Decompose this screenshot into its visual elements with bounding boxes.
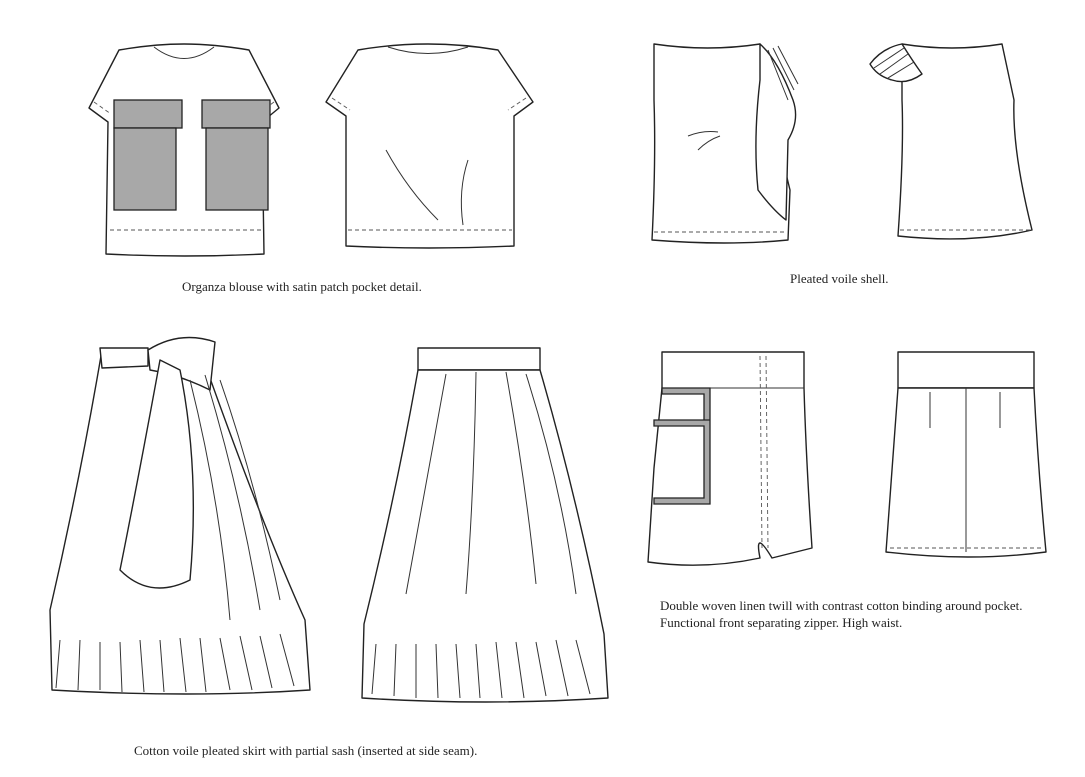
contrast-pocket-binding — [653, 387, 711, 505]
linen-skirt-front-sketch — [647, 351, 813, 566]
caption-cotton-voile-skirt: Cotton voile pleated skirt with partial … — [134, 743, 478, 758]
left-patch-pocket — [113, 127, 177, 211]
caption-organza-blouse: Organza blouse with satin patch pocket d… — [182, 279, 422, 294]
skirt-front-sketch — [49, 336, 311, 695]
left-pocket-flap — [113, 99, 183, 129]
right-patch-pocket — [205, 127, 269, 211]
right-pocket-flap — [201, 99, 271, 129]
caption-pleated-voile-shell: Pleated voile shell. — [790, 271, 889, 286]
blouse-front-sketch — [88, 43, 280, 257]
blouse-back-sketch — [325, 43, 534, 249]
linen-skirt-back-sketch — [885, 351, 1047, 558]
shell-back-sketch — [869, 43, 1033, 240]
caption-linen-twill-line2: Functional front separating zipper. High… — [660, 615, 903, 630]
caption-linen-twill-line1: Double woven linen twill with contrast c… — [660, 598, 1023, 613]
shell-front-sketch — [651, 43, 799, 244]
skirt-back-sketch — [361, 347, 609, 703]
